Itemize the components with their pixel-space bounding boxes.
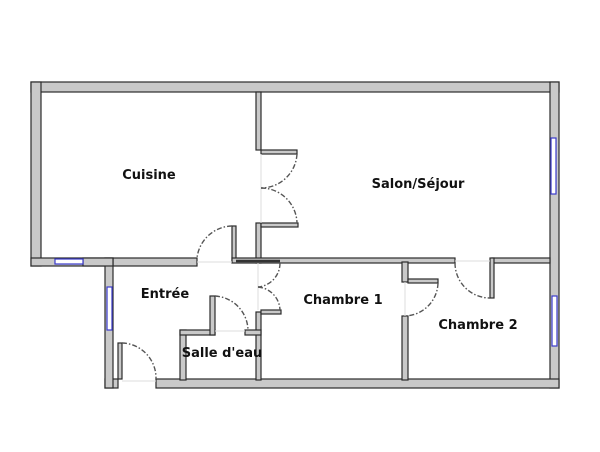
doors [121, 153, 491, 382]
room-label-chambre-2: Chambre 2 [438, 318, 517, 333]
room-label-entree: Entrée [141, 287, 190, 302]
room-label-chambre-1: Chambre 1 [303, 293, 382, 308]
room-label-salon: Salon/Séjour [372, 177, 465, 192]
room-label-cuisine: Cuisine [122, 168, 176, 183]
windows [54, 137, 558, 347]
walls [30, 81, 560, 389]
room-label-salle-eau: Salle d'eau [182, 346, 263, 361]
